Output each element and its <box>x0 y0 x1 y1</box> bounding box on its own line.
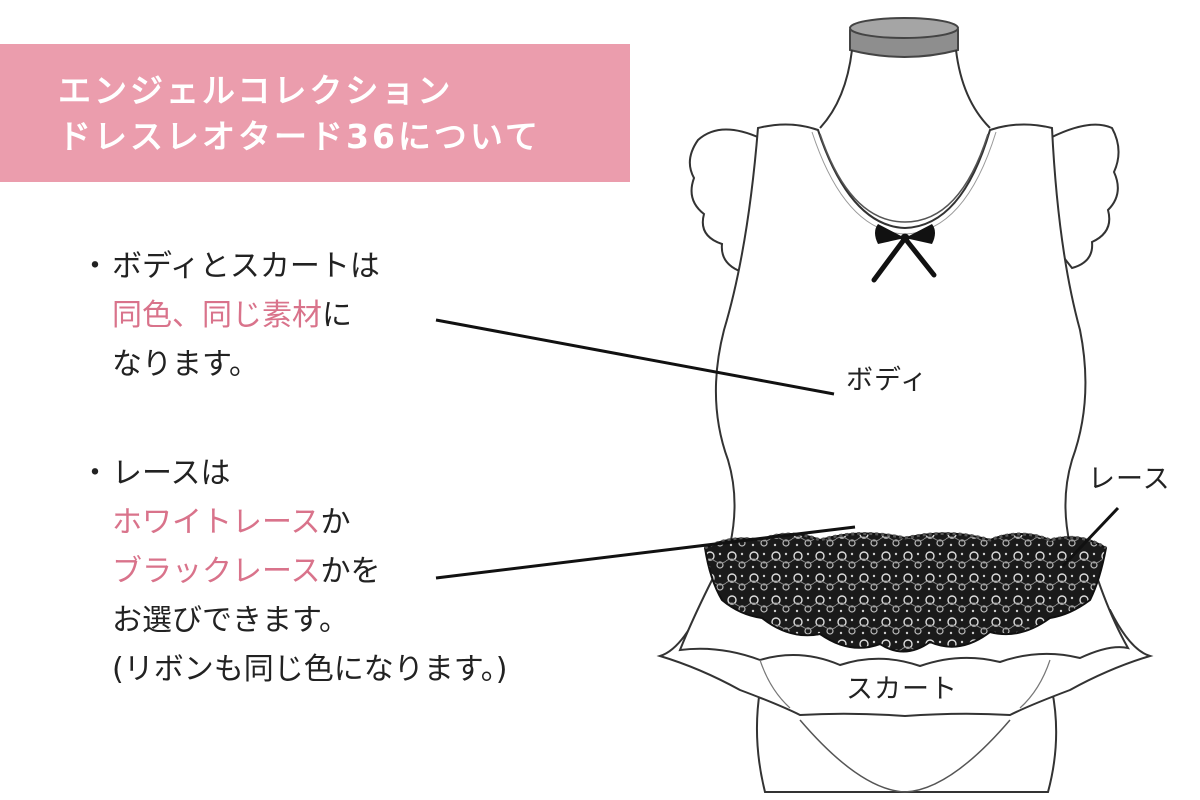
note-body-skirt: ・ ボディとスカートは 同色、同じ素材に なります。 <box>80 242 380 389</box>
note-1-line-1: ボディとスカートは <box>112 249 380 284</box>
leader-line-body <box>435 318 835 396</box>
note-1-highlight: 同色、同じ素材 <box>112 298 322 333</box>
leotard-body <box>714 123 1087 546</box>
note-2-line-2: ホワイトレースか <box>112 498 507 547</box>
note-2-line-3: ブラックレースかを <box>112 547 507 596</box>
note-2-line-4: お選びできます。 <box>112 603 349 638</box>
note-2-line-2-rest: か <box>320 505 351 540</box>
leader-line-lace-note <box>435 525 856 580</box>
right-flutter-sleeve <box>1049 123 1120 270</box>
note-1-line-2: 同色、同じ素材に <box>112 291 380 340</box>
label-body: ボディ <box>846 365 929 396</box>
title-line-1: エンジェルコレクション <box>58 71 454 110</box>
bullet-2: ・ <box>80 456 110 491</box>
bullet-1: ・ <box>80 249 110 284</box>
leader-line-lace <box>1061 506 1120 568</box>
mannequin-neck <box>819 17 991 129</box>
label-lace: レース <box>1088 464 1171 495</box>
title-banner: エンジェルコレクション ドレスレオタード36について <box>0 44 630 182</box>
note-2-line-5: (リボンも同じ色になります。) <box>112 652 508 687</box>
note-1-line-3: なります。 <box>112 347 259 382</box>
note-2-line-3-rest: かを <box>320 554 381 589</box>
note-1-line-2-rest: に <box>322 298 352 333</box>
note-2-black-lace: ブラックレース <box>112 554 321 589</box>
mannequin-hips <box>755 689 1058 793</box>
label-skirt: スカート <box>846 674 958 705</box>
bow-ribbon-icon <box>871 224 937 283</box>
left-flutter-sleeve <box>688 128 761 274</box>
title-line-2: ドレスレオタード36について <box>58 117 541 156</box>
note-2-line-1: レースは <box>112 456 231 491</box>
note-2-white-lace: ホワイトレース <box>112 505 321 540</box>
note-lace: ・ レースは ホワイトレースか ブラックレースかを お選びできます。 (リボンも… <box>80 449 508 694</box>
